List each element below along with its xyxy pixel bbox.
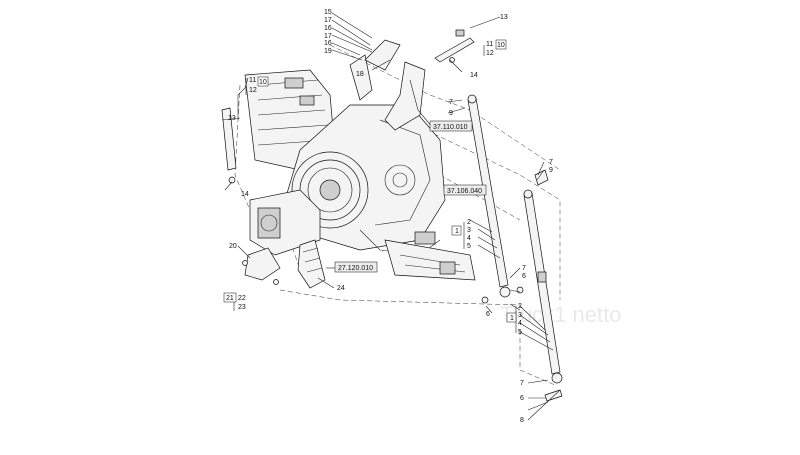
section-references: 37.110.010 37.106.040 27.120.010 bbox=[334, 120, 487, 273]
loose-parts-left bbox=[221, 107, 326, 289]
callout-1: 1 bbox=[455, 228, 459, 235]
callout-18: 18 bbox=[356, 71, 364, 78]
index-box-1 bbox=[506, 312, 517, 323]
index-box-10 bbox=[495, 39, 507, 50]
transmission-housing bbox=[244, 39, 476, 281]
index-box-21 bbox=[223, 292, 237, 303]
callout-15: 15 bbox=[324, 9, 332, 16]
reference-27-120-010: 27.120.010 bbox=[338, 265, 373, 272]
callout-2: 2 bbox=[518, 303, 522, 310]
callout-10: 10 bbox=[497, 42, 505, 49]
callout-3: 3 bbox=[467, 227, 471, 234]
callout-7: 7 bbox=[449, 99, 453, 106]
callout-10: 10 bbox=[259, 79, 267, 86]
callout-11: 11 bbox=[249, 77, 256, 84]
callout-9: 9 bbox=[549, 167, 553, 174]
callout-5: 5 bbox=[467, 243, 471, 250]
callout-1: 1 bbox=[510, 315, 514, 322]
index-box-1 bbox=[451, 225, 462, 236]
callout-17: 17 bbox=[324, 17, 332, 24]
callout-23: 23 bbox=[238, 304, 246, 311]
reference-37-110-010: 37.110.010 bbox=[433, 124, 468, 131]
callout-2: 2 bbox=[467, 219, 471, 226]
callout-6: 6 bbox=[486, 311, 490, 318]
callout-7: 7 bbox=[522, 265, 526, 272]
callout-11: 11 bbox=[486, 41, 493, 48]
reference-box bbox=[334, 261, 378, 273]
reference-box bbox=[443, 184, 487, 196]
lift-rods bbox=[467, 94, 563, 384]
callout-3: 3 bbox=[518, 312, 522, 319]
callout-7: 7 bbox=[520, 380, 524, 387]
callout-17: 17 bbox=[324, 33, 332, 40]
leader-lines bbox=[221, 12, 561, 421]
callout-20: 20 bbox=[229, 243, 237, 250]
callout-12: 12 bbox=[249, 87, 257, 94]
callout-5: 5 bbox=[518, 329, 522, 336]
callout-12: 12 bbox=[486, 50, 494, 57]
callout-8: 8 bbox=[520, 417, 524, 424]
reference-box bbox=[429, 120, 473, 132]
callout-labels: 15 17 16 17 16 19 18 13 11 12 10 14 11 1… bbox=[223, 9, 553, 424]
callout-13: 13 bbox=[500, 14, 508, 21]
callout-16: 16 bbox=[324, 25, 332, 32]
callout-14: 14 bbox=[241, 191, 249, 198]
callout-14: 14 bbox=[470, 72, 478, 79]
callout-21: 21 bbox=[226, 295, 234, 302]
callout-22: 22 bbox=[238, 295, 246, 302]
callout-4: 4 bbox=[518, 320, 522, 327]
callout-6: 6 bbox=[522, 273, 526, 280]
index-box-10 bbox=[257, 76, 269, 87]
callout-13: 13 bbox=[228, 115, 236, 122]
callout-4: 4 bbox=[467, 235, 471, 242]
reference-37-106-040: 37.106.040 bbox=[447, 188, 482, 195]
callout-9: 9 bbox=[449, 110, 453, 117]
callout-7: 7 bbox=[549, 159, 553, 166]
callout-6: 6 bbox=[520, 395, 524, 402]
callout-24: 24 bbox=[337, 285, 345, 292]
callout-16: 16 bbox=[324, 40, 332, 47]
callout-19: 19 bbox=[324, 48, 332, 55]
loose-parts-top-right bbox=[434, 29, 563, 402]
